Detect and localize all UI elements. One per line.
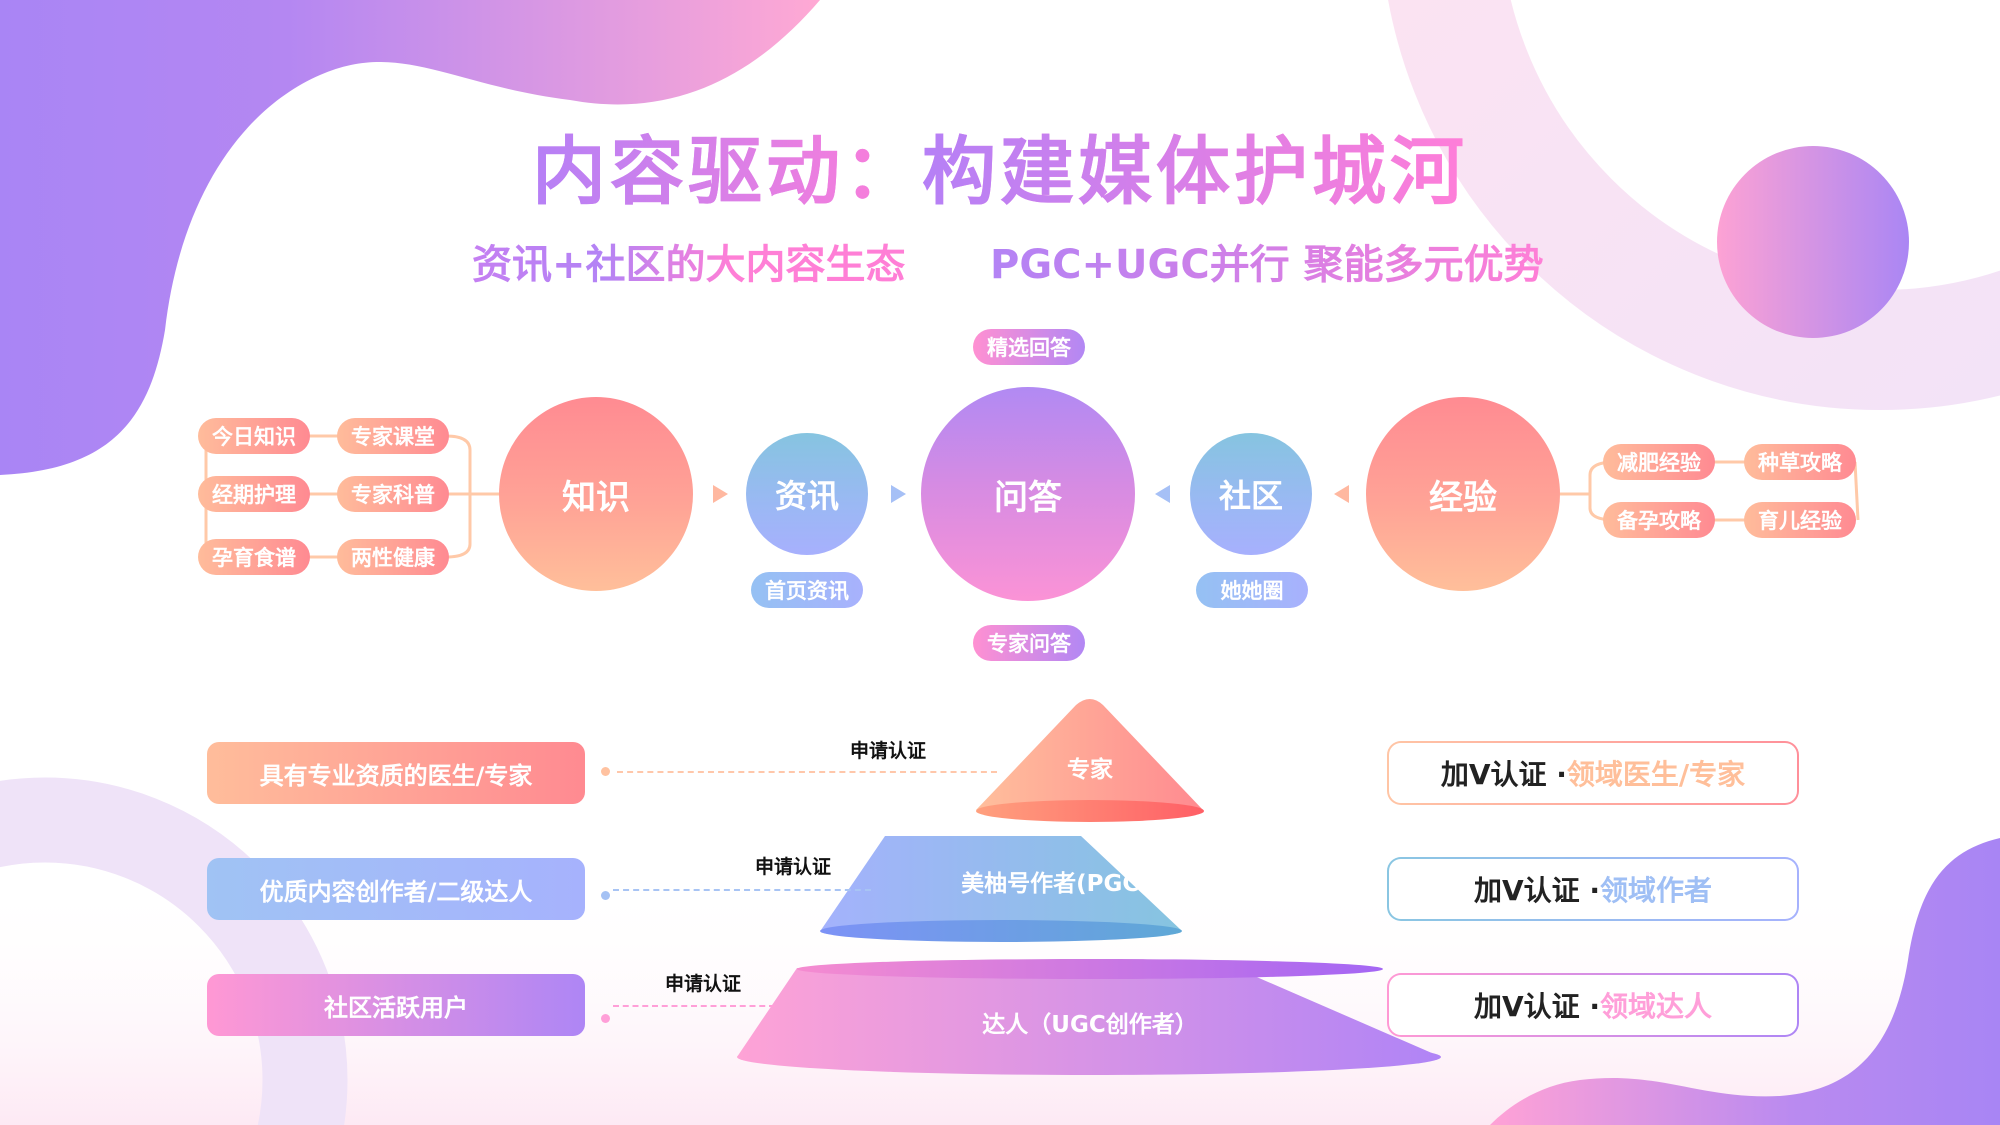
connector-dot xyxy=(601,891,610,900)
badge-prefix: 加V认证 · xyxy=(1473,874,1601,907)
connector-dot xyxy=(601,767,610,776)
knowledge-item: 专家课堂 xyxy=(337,418,449,454)
connector-line xyxy=(617,771,997,773)
qa-tag-top: 精选回答 xyxy=(973,329,1085,365)
apply-label: 申请认证 xyxy=(665,973,742,995)
knowledge-item: 专家科普 xyxy=(337,476,449,512)
subtitle-pgc-ugc: PGC+UGC并行 聚能多元优势 xyxy=(990,232,1544,290)
badge-field: 领域达人 xyxy=(1600,990,1713,1023)
badge-prefix: 加V认证 · xyxy=(1440,758,1567,791)
tier-pgc-label: 美柚号作者(PGC创作者) xyxy=(961,871,1219,897)
badge-field: 领域医生/专家 xyxy=(1566,758,1746,791)
verify-badge-creators: 加V认证 · 领域作者 xyxy=(1387,857,1799,921)
arrow-left-icon xyxy=(1334,485,1349,503)
subtitle-ecosystem: 资讯+社区的大内容生态 xyxy=(472,232,906,290)
arrow-right-icon xyxy=(713,485,728,503)
tier-ugc-label: 达人（UGC创作者） xyxy=(982,1012,1198,1038)
qa-tag-bottom: 专家问答 xyxy=(973,625,1085,661)
source-box-active-users: 社区活跃用户 xyxy=(207,974,585,1036)
node-qa: 问答 xyxy=(921,387,1135,601)
experience-item: 育儿经验 xyxy=(1744,502,1856,538)
verify-badge-talents: 加V认证 · 领域达人 xyxy=(1387,973,1799,1037)
experience-item: 减肥经验 xyxy=(1603,444,1715,480)
connector-line xyxy=(613,889,871,891)
connector-dot xyxy=(601,1014,610,1023)
apply-label: 申请认证 xyxy=(755,856,832,878)
experience-item: 备孕攻略 xyxy=(1603,502,1715,538)
community-tag: 她她圈 xyxy=(1196,572,1308,608)
title-part-2: 构建媒体护城河 xyxy=(922,129,1468,215)
badge-prefix: 加V认证 · xyxy=(1473,990,1601,1023)
knowledge-item: 经期护理 xyxy=(198,476,310,512)
knowledge-item: 两性健康 xyxy=(337,539,449,575)
title-part-1: 内容驱动： xyxy=(532,129,922,215)
verify-badge-experts: 加V认证 · 领域医生/专家 xyxy=(1387,741,1799,805)
experience-item: 种草攻略 xyxy=(1744,444,1856,480)
badge-field: 领域作者 xyxy=(1600,874,1713,907)
source-box-experts: 具有专业资质的医生/专家 xyxy=(207,742,585,804)
knowledge-item: 孕育食谱 xyxy=(198,539,310,575)
source-box-creators: 优质内容创作者/二级达人 xyxy=(207,858,585,920)
apply-label: 申请认证 xyxy=(850,740,927,762)
news-tag: 首页资讯 xyxy=(751,572,863,608)
connector-line xyxy=(613,1005,775,1007)
arrow-left-icon xyxy=(1155,485,1170,503)
node-knowledge: 知识 xyxy=(499,397,693,591)
node-community: 社区 xyxy=(1190,433,1312,555)
tier-expert-label: 专家 xyxy=(1067,757,1113,783)
node-news: 资讯 xyxy=(746,433,868,555)
page-title: 内容驱动：构建媒体护城河 xyxy=(0,112,2000,219)
arrow-right-icon xyxy=(891,485,906,503)
node-experience: 经验 xyxy=(1366,397,1560,591)
knowledge-item: 今日知识 xyxy=(198,418,310,454)
